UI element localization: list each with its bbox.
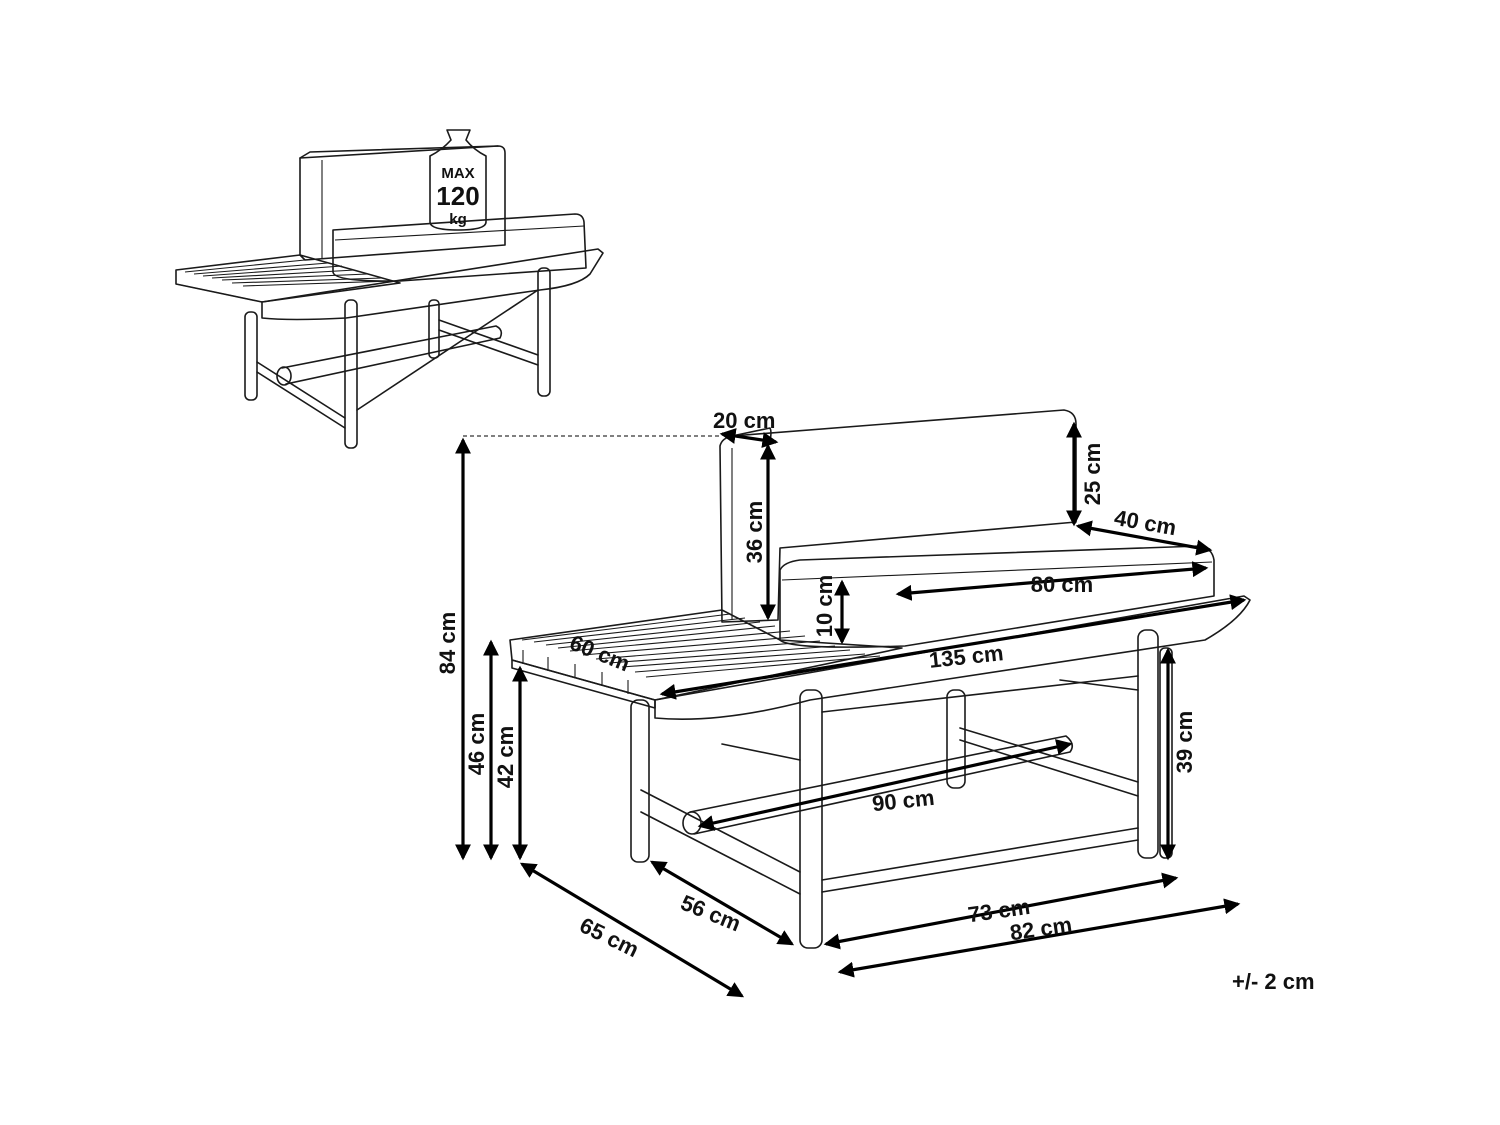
dim-label-frame-height: 42 cm	[493, 726, 518, 788]
dim-label-total-depth: 65 cm	[576, 912, 643, 962]
dim-label-seat-height: 39 cm	[1172, 711, 1197, 773]
weight-icon: MAX 120 kg	[429, 129, 487, 231]
dim-label-total-height: 84 cm	[435, 612, 460, 674]
dim-label-cushion-thickness: 10 cm	[812, 575, 837, 637]
dim-label-back-depth: 20 cm	[713, 408, 775, 433]
dim-label-backrest-height: 36 cm	[742, 501, 767, 563]
dimension-lines	[455, 421, 1247, 998]
dim-label-total-width: 135 cm	[928, 640, 1005, 673]
bench-preview-drawing: MAX 120 kg	[175, 129, 604, 449]
dim-label-table-height: 46 cm	[464, 713, 489, 775]
weight-limit-line3: kg	[449, 211, 467, 228]
weight-limit-line2: 120	[436, 181, 479, 211]
tolerance-note: +/- 2 cm	[1232, 969, 1315, 994]
weight-limit-line1: MAX	[441, 165, 474, 182]
dim-label-seat-width: 80 cm	[1031, 572, 1093, 597]
dimension-labels: 20 cm 25 cm 36 cm 40 cm 80 cm 10 cm 60 c…	[435, 408, 1315, 994]
dim-label-back-height: 25 cm	[1080, 443, 1105, 505]
preview-slats	[175, 254, 401, 303]
dim-label-footbar-length: 90 cm	[871, 785, 936, 816]
bench-main-drawing	[509, 409, 1251, 949]
